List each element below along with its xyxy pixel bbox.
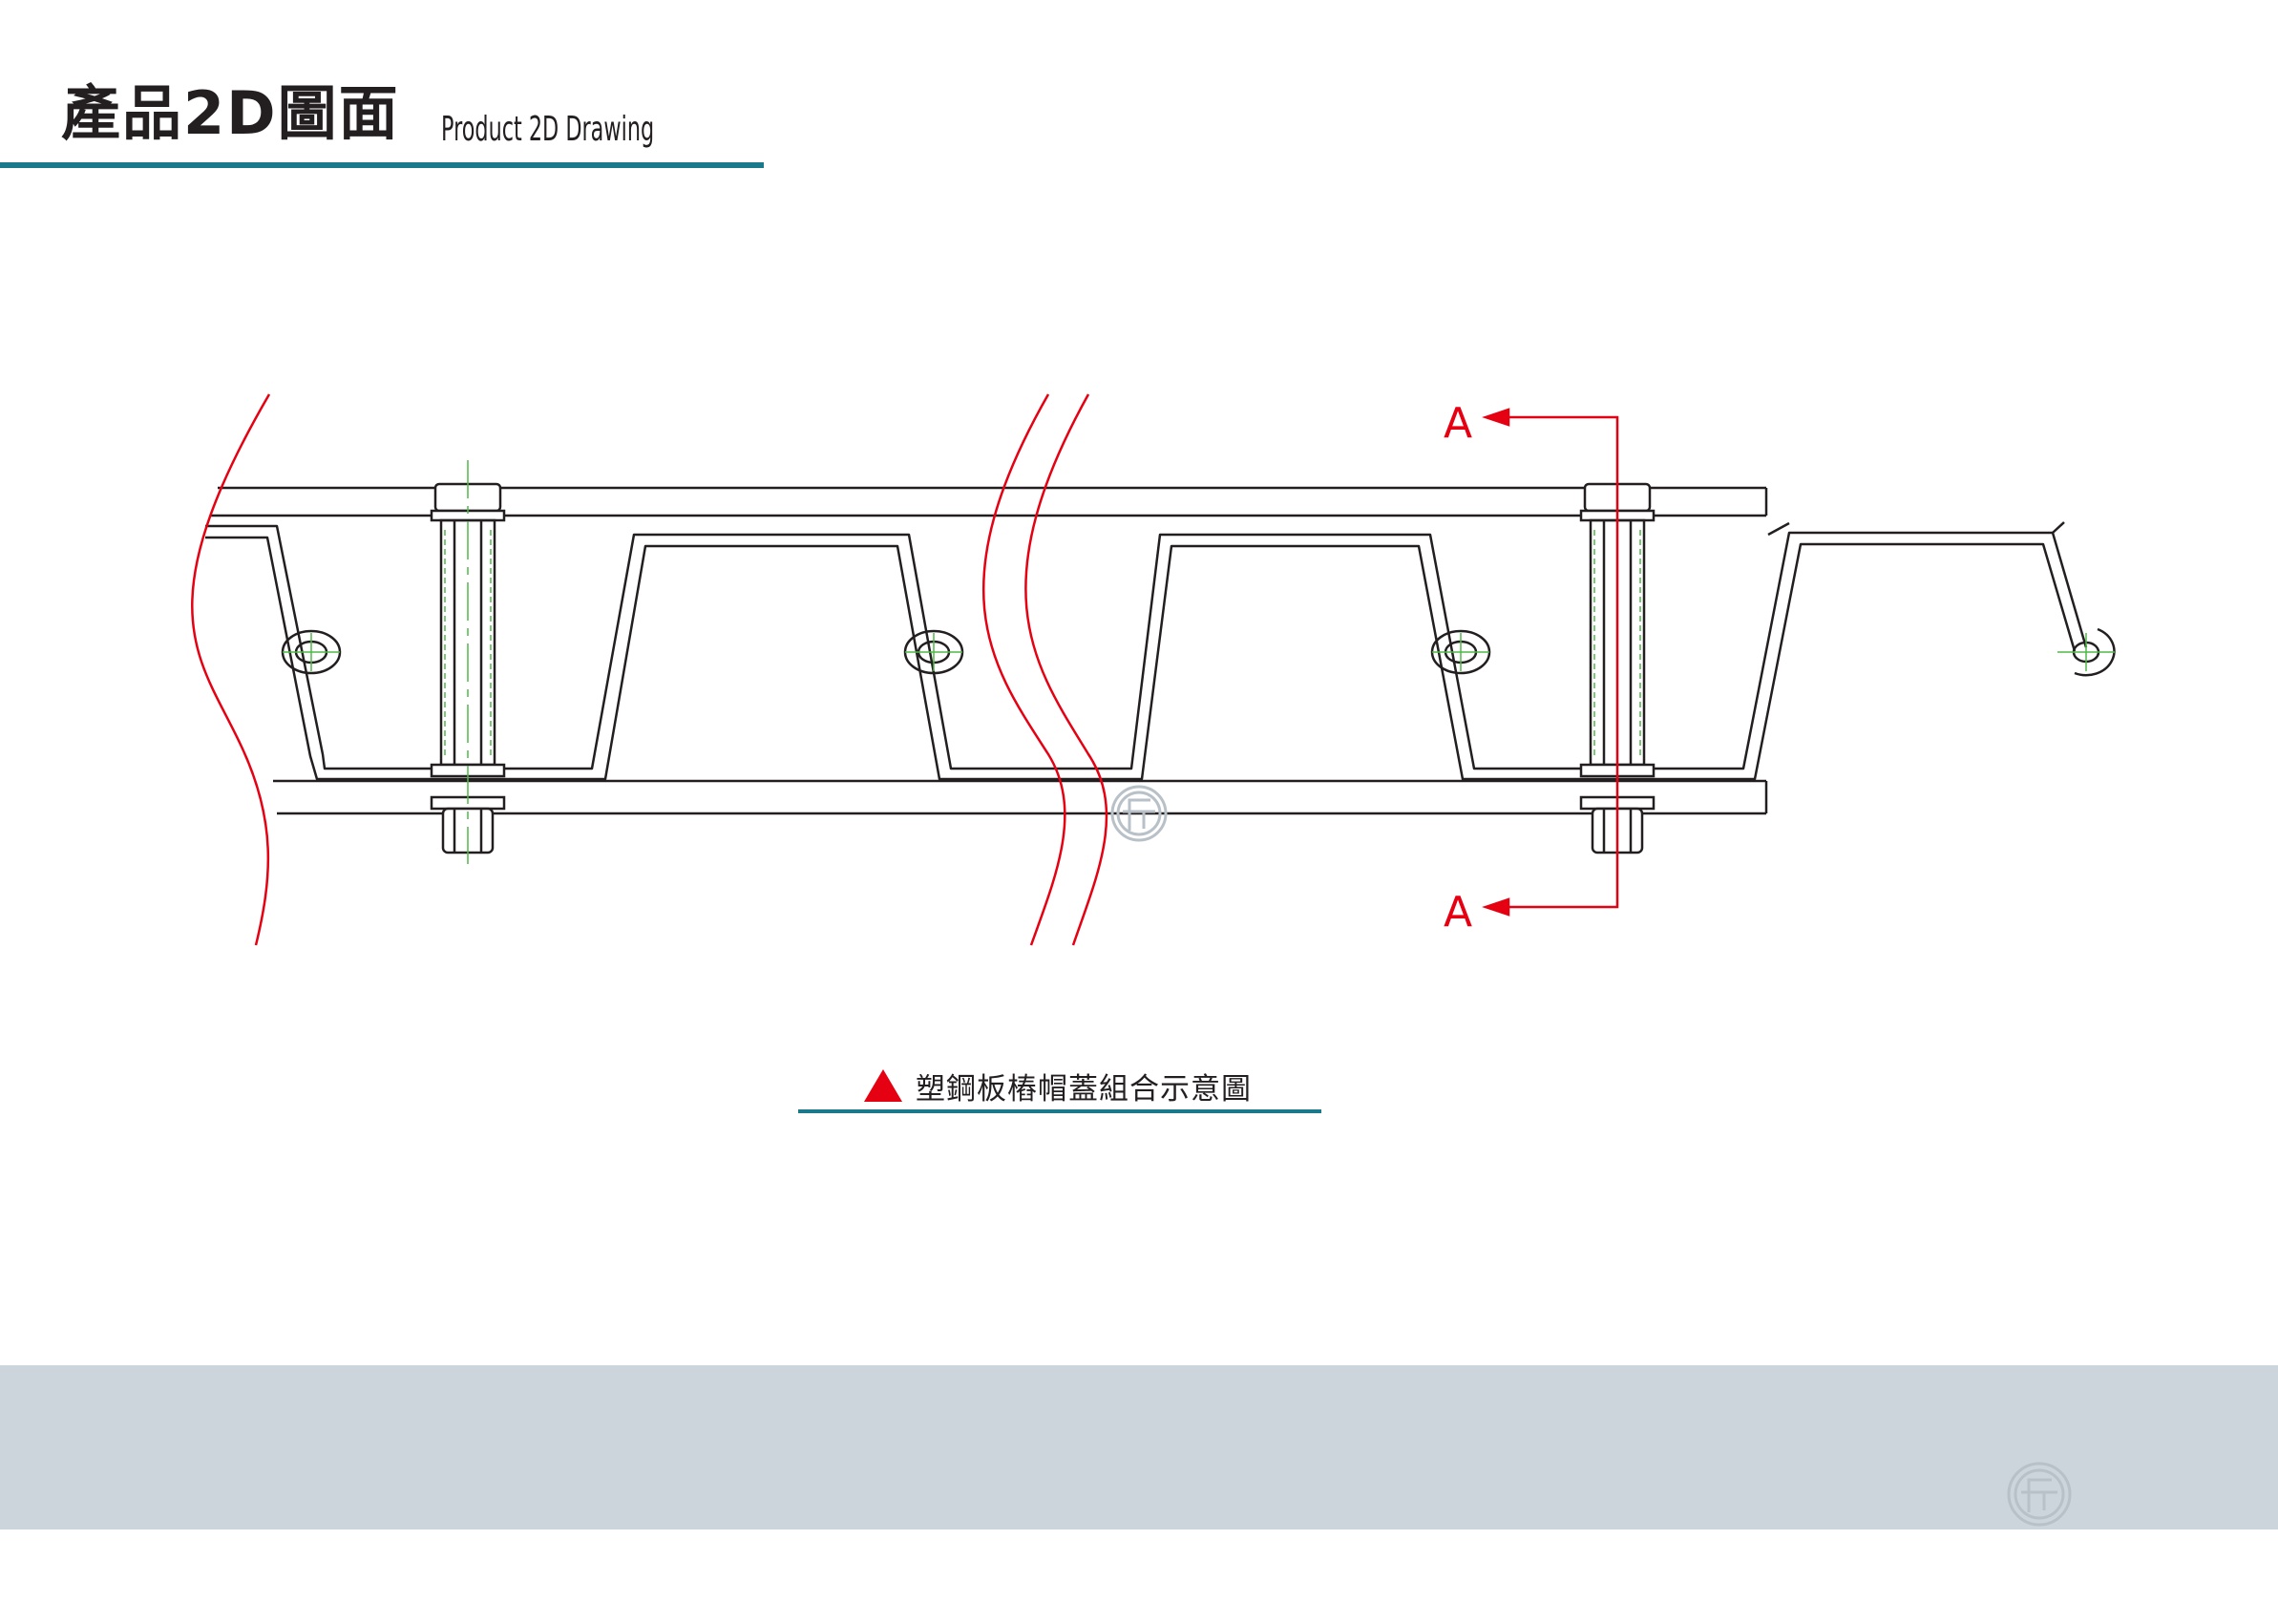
break-line-center — [981, 393, 1108, 946]
interlock-center-lines — [283, 633, 2115, 671]
page-header: 產品2D圖面 Product 2D Drawing — [0, 0, 764, 172]
section-label-top: A — [1444, 399, 1472, 448]
bottom-cap-channel — [273, 779, 1768, 815]
company-logo-icon — [1110, 785, 1168, 842]
page-subtitle: Product 2D Drawing — [441, 110, 655, 149]
company-logo-icon — [2007, 1462, 2072, 1527]
bolt-thread-right — [1593, 530, 1641, 759]
drawing-caption: 塑鋼板樁帽蓋組合示意圖 — [864, 1066, 1252, 1107]
page-title: 產品2D圖面 — [61, 78, 400, 148]
section-line-a — [1482, 408, 1619, 917]
sheet-pile-profile — [205, 521, 2088, 781]
interlock-clutches — [281, 627, 2116, 677]
break-line-left — [191, 393, 271, 946]
header-rule — [0, 162, 764, 168]
triangle-icon — [864, 1069, 902, 1102]
bolt-thread-left — [444, 530, 492, 759]
section-label-bottom: A — [1444, 888, 1472, 937]
caption-text: 塑鋼板樁帽蓋組合示意圖 — [916, 1071, 1252, 1107]
caption-rule — [798, 1109, 1321, 1113]
footer-band — [0, 1365, 2278, 1529]
